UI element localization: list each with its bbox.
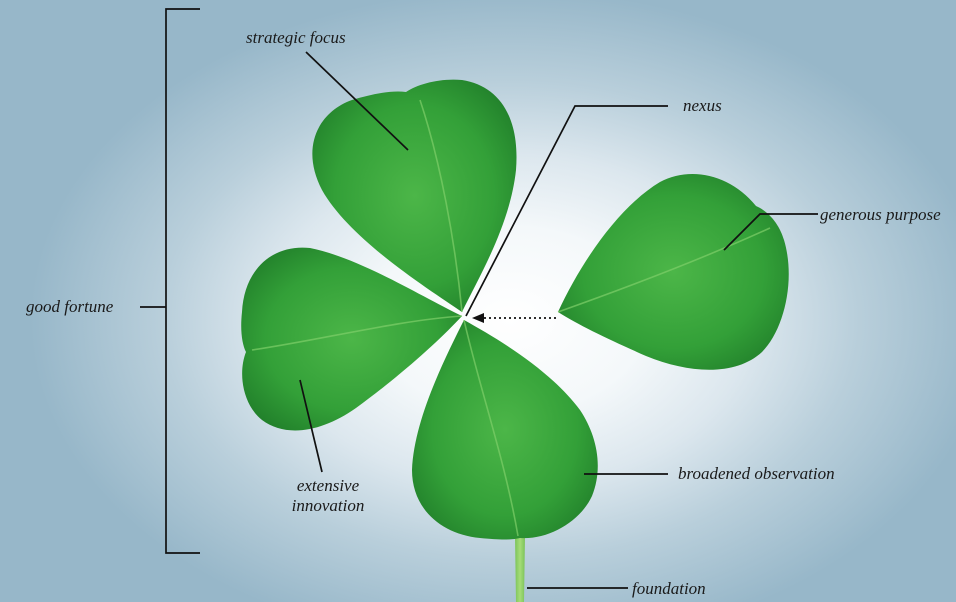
dotted-arrow-head (472, 313, 484, 323)
label-broadened-observation: broadened observation (678, 464, 835, 484)
label-foundation: foundation (632, 579, 706, 599)
label-extensive-innovation-line2: innovation (278, 496, 378, 516)
label-extensive-innovation-line1: extensive (278, 476, 378, 496)
stem (515, 536, 525, 602)
label-nexus: nexus (683, 96, 722, 116)
label-generous-purpose: generous purpose (820, 205, 941, 225)
label-strategic-focus: strategic focus (246, 28, 346, 48)
leaf-bottom (412, 320, 598, 540)
good-fortune-bracket (166, 9, 200, 553)
leaf-right (558, 174, 789, 370)
label-good-fortune: good fortune (26, 297, 113, 317)
label-extensive-innovation: extensive innovation (278, 476, 378, 516)
